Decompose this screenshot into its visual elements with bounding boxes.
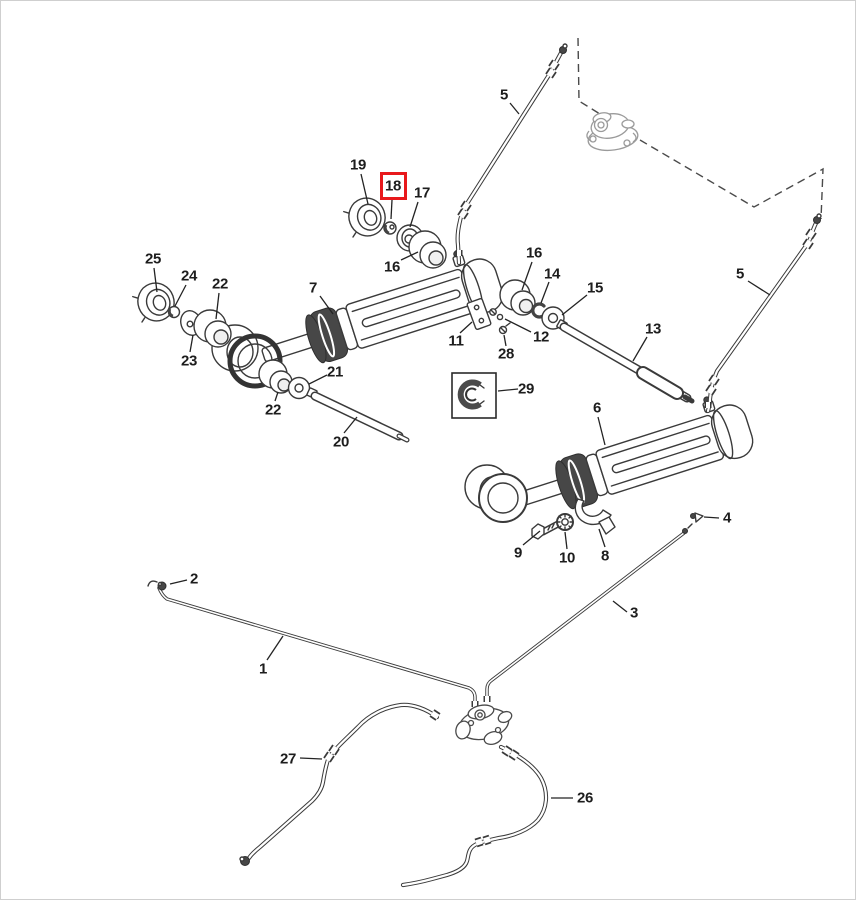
- part-4-clip: [690, 512, 704, 523]
- part-25-cap: [132, 282, 175, 323]
- callout-17[interactable]: 17: [413, 184, 431, 202]
- part-13-rod: [556, 319, 695, 404]
- tube-3: [483, 523, 693, 702]
- leader-lines: [153, 102, 771, 799]
- highlight-box-part-18: [380, 172, 407, 200]
- part-20-rod: [306, 387, 410, 443]
- part-28-screw: [498, 322, 511, 335]
- callout-28[interactable]: 28: [497, 345, 515, 363]
- callout-11[interactable]: 11: [448, 332, 464, 350]
- callout-9[interactable]: 9: [513, 544, 523, 562]
- part-11-plate: [466, 297, 492, 331]
- callout-5-left[interactable]: 5: [499, 86, 509, 104]
- hose-5-right: [704, 213, 822, 414]
- part-16-bushing-a: [408, 230, 447, 269]
- part-22-bushing-b: [258, 359, 293, 394]
- manifold: [455, 704, 513, 745]
- callout-15[interactable]: 15: [586, 279, 604, 297]
- callout-14[interactable]: 14: [543, 265, 561, 283]
- hose-27: [239, 702, 441, 866]
- cylinder-6: [500, 386, 759, 529]
- part-29-clip-box: [451, 372, 497, 419]
- part-19-cap: [343, 197, 386, 238]
- callout-24[interactable]: 24: [180, 267, 198, 285]
- callout-20[interactable]: 20: [332, 433, 350, 451]
- part-21-washer: [287, 376, 311, 400]
- callout-29[interactable]: 29: [517, 380, 535, 398]
- part-22-bushing-a: [193, 309, 232, 348]
- tube-1: [157, 586, 479, 707]
- hose-5-left: [455, 43, 568, 266]
- callout-21[interactable]: 21: [326, 363, 344, 381]
- callout-16-a[interactable]: 16: [383, 258, 401, 276]
- callout-5-right[interactable]: 5: [735, 265, 745, 283]
- callout-23[interactable]: 23: [180, 352, 198, 370]
- callout-7[interactable]: 7: [308, 279, 318, 297]
- part-2-fitting: [147, 580, 167, 591]
- part-18-nut: [383, 221, 397, 235]
- part-8-saddle: [574, 498, 616, 535]
- callout-27[interactable]: 27: [279, 750, 297, 768]
- cyl6-seal-ring: [464, 464, 528, 523]
- hose-26: [400, 744, 549, 888]
- callout-25[interactable]: 25: [144, 250, 162, 268]
- part-9-bolt: [531, 520, 562, 540]
- callout-18[interactable]: 18: [384, 177, 402, 195]
- callout-2[interactable]: 2: [189, 570, 199, 588]
- callout-8[interactable]: 8: [600, 547, 610, 565]
- callout-19[interactable]: 19: [349, 156, 367, 174]
- callout-26[interactable]: 26: [576, 789, 594, 807]
- part-16-bushing-b: [499, 279, 536, 316]
- part-24-nut: [167, 305, 181, 319]
- pump-assembly-ghost: [586, 112, 639, 152]
- callout-16-b[interactable]: 16: [525, 244, 543, 262]
- callout-1[interactable]: 1: [258, 660, 268, 678]
- part-14-snap-ring: [531, 302, 546, 319]
- callout-22-b[interactable]: 22: [264, 401, 282, 419]
- callout-12[interactable]: 12: [532, 328, 550, 346]
- cylinder-7: [250, 240, 509, 383]
- callout-3[interactable]: 3: [629, 604, 639, 622]
- callout-22-a[interactable]: 22: [211, 275, 229, 293]
- callout-10[interactable]: 10: [558, 549, 576, 567]
- part-12-screws: [489, 308, 504, 321]
- callout-13[interactable]: 13: [644, 320, 662, 338]
- part-10-washer: [556, 513, 574, 531]
- callout-4[interactable]: 4: [722, 509, 732, 527]
- callout-6[interactable]: 6: [592, 399, 602, 417]
- dashed-routing-lines: [577, 37, 824, 220]
